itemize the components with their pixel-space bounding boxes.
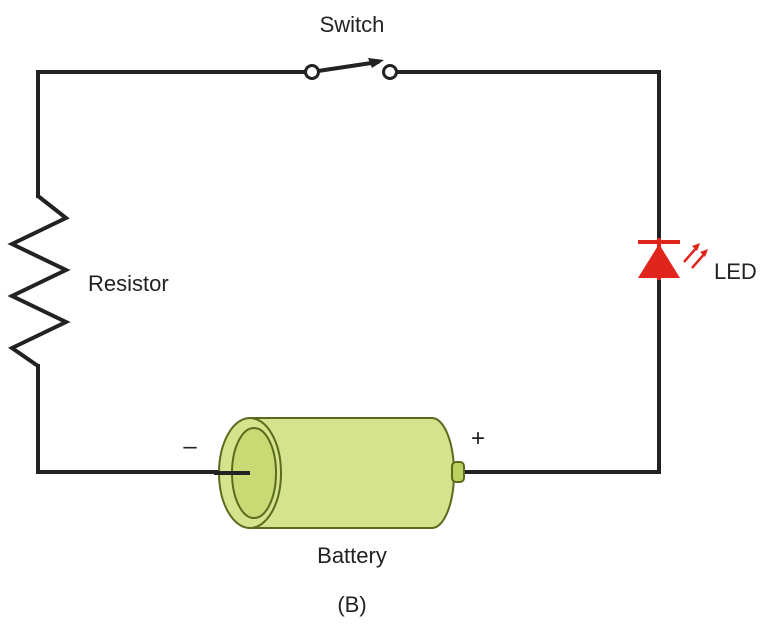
led-icon [638, 238, 708, 280]
figure-caption: (B) [337, 592, 366, 617]
led-label: LED [714, 259, 757, 284]
switch-icon [304, 58, 398, 80]
wires [36, 70, 661, 474]
positive-sign: + [471, 425, 485, 452]
wire-top-left [36, 70, 308, 198]
switch-label: Switch [320, 12, 385, 37]
battery-icon [214, 417, 465, 529]
wire-right-bottom [460, 276, 661, 474]
negative-sign: – [183, 433, 197, 460]
battery-label: Battery [317, 543, 387, 568]
wire-left-bottom [36, 364, 248, 474]
resistor-icon [7, 194, 71, 368]
wire-top-right [396, 70, 661, 242]
resistor-label: Resistor [88, 271, 169, 296]
